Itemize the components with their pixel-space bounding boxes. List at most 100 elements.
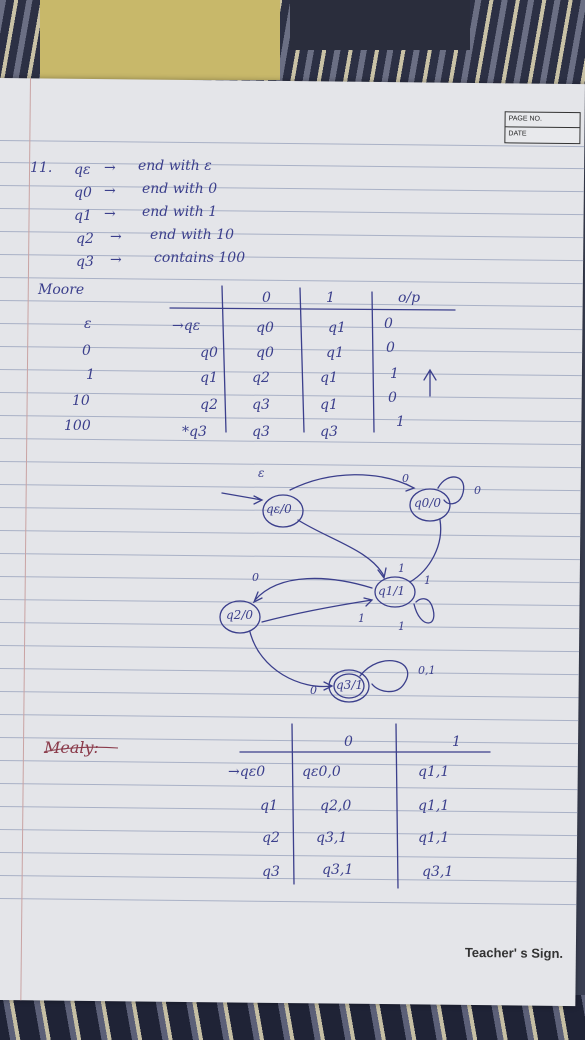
node-label-q1: q1/1 <box>378 584 405 598</box>
moore-row-state: →qε <box>172 318 201 334</box>
loop-q1 <box>413 598 435 624</box>
state-q0-meaning: end with 0 <box>142 181 218 197</box>
state-qe-meaning: end with ε <box>138 158 212 174</box>
arrow: → <box>104 183 116 199</box>
edge-qe-q0 <box>289 474 416 492</box>
mealy-row-state: q1 <box>260 798 278 814</box>
mealy-header-0: 0 <box>344 734 353 750</box>
edge-label: 1 <box>424 574 431 587</box>
question-number: 11. <box>30 160 53 176</box>
mealy-row-on0: q3,1 <box>322 862 354 878</box>
state-circle-q3-final <box>333 673 365 699</box>
state-circle-q2 <box>219 600 261 634</box>
mealy-row-on0: qε0,0 <box>302 764 341 780</box>
edge-label: 1 <box>358 612 365 625</box>
state-q3: q3 <box>76 254 94 270</box>
moore-row-out: 0 <box>388 390 397 406</box>
moore-header-0: 0 <box>262 290 271 306</box>
moore-row-on0: q2 <box>252 370 270 386</box>
moore-header-1: 1 <box>326 290 335 306</box>
loop-q0 <box>437 476 465 505</box>
moore-row-state: q0 <box>200 345 218 361</box>
mealy-row-on0: q3,1 <box>316 830 348 846</box>
state-circle-q3 <box>328 669 370 703</box>
state-q2: q2 <box>76 231 94 247</box>
edge-q2-q3 <box>249 631 334 691</box>
mealy-row-state: q3 <box>262 864 280 880</box>
edge-label: 0 <box>310 684 317 697</box>
moore-row-on0: q0 <box>256 345 274 361</box>
moore-row-input: 100 <box>64 418 91 434</box>
node-label-q0: q0/0 <box>414 496 441 510</box>
mealy-label: Mealy: <box>44 738 99 757</box>
state-circle-q1 <box>374 576 416 608</box>
edge-q2-q1 <box>261 597 374 623</box>
mealy-row-on0: q2,0 <box>320 798 352 814</box>
mealy-row-on1: q1,1 <box>418 764 450 780</box>
moore-row-input: ε <box>84 316 92 332</box>
start-arrow <box>221 492 264 505</box>
state-circle-q0 <box>409 488 451 522</box>
moore-label: Moore <box>38 282 85 298</box>
edge-q0-q1 <box>409 519 442 583</box>
arrow: → <box>110 252 122 268</box>
edge-label: 0 <box>402 472 409 485</box>
moore-row-on1: q1 <box>326 345 344 361</box>
output-arrow <box>423 368 437 397</box>
moore-column-line <box>299 287 305 433</box>
edge-label: 1 <box>398 562 405 575</box>
mealy-row-on1: q1,1 <box>418 798 450 814</box>
state-q1: q1 <box>74 208 92 224</box>
state-q0: q0 <box>74 185 92 201</box>
loop-q3 <box>359 660 409 693</box>
state-circle-qe <box>262 494 304 528</box>
mealy-row-on1: q3,1 <box>422 864 454 880</box>
moore-row-on1: q3 <box>320 424 338 440</box>
moore-row-on1: q1 <box>320 370 338 386</box>
moore-row-out: 0 <box>384 316 393 332</box>
mealy-row-state: q2 <box>262 830 280 846</box>
moore-header-op: o/p <box>398 290 421 306</box>
mealy-header-1: 1 <box>452 734 461 750</box>
node-label-qe: qε/0 <box>266 502 292 516</box>
edge-label: 0,1 <box>418 664 436 677</box>
mealy-row-state: →qε0 <box>228 764 266 780</box>
moore-row-on1: q1 <box>328 320 346 336</box>
moore-row-input: 0 <box>82 343 91 359</box>
arrow: → <box>104 160 116 176</box>
moore-row-input: 10 <box>72 393 90 409</box>
moore-row-out: 1 <box>390 366 399 382</box>
node-label-q2: q2/0 <box>226 608 253 622</box>
moore-row-out: 0 <box>386 340 395 356</box>
moore-row-on0: q3 <box>252 397 270 413</box>
state-q3-meaning: contains 100 <box>154 250 246 266</box>
background-block <box>290 0 470 50</box>
edge-label: 1 <box>398 620 405 633</box>
mealy-column-line <box>395 723 399 889</box>
edge-qe-q1 <box>297 519 387 580</box>
moore-column-line <box>371 291 375 433</box>
moore-row-state: q1 <box>200 370 218 386</box>
mealy-underline <box>43 746 119 753</box>
edge-label: 0 <box>252 571 259 584</box>
moore-row-out: 1 <box>396 414 405 430</box>
state-q2-meaning: end with 10 <box>150 227 235 243</box>
mealy-row-on1: q1,1 <box>418 830 450 846</box>
moore-row-on0: q0 <box>256 320 274 336</box>
moore-row-on1: q1 <box>320 397 338 413</box>
mealy-column-line <box>291 723 295 885</box>
edge-q1-q2 <box>252 577 373 604</box>
edge-label: 0 <box>474 484 481 497</box>
start-label: ε <box>258 466 265 480</box>
moore-row-state: *q3 <box>182 424 207 440</box>
background-block <box>40 0 280 80</box>
node-label-q3: q3/1 <box>336 678 363 692</box>
moore-column-line <box>221 285 227 433</box>
arrow: → <box>110 229 122 245</box>
moore-row-on0: q3 <box>252 424 270 440</box>
moore-header-line <box>169 307 456 311</box>
moore-row-state: q2 <box>200 397 218 413</box>
state-q1-meaning: end with 1 <box>142 204 218 220</box>
arrow: → <box>104 206 116 222</box>
